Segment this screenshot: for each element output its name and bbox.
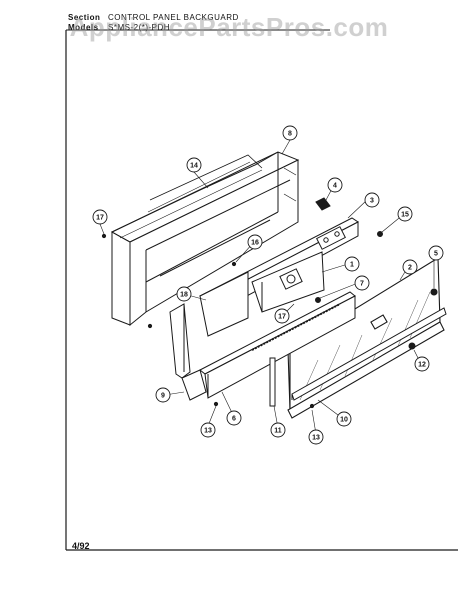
- callout-13-right: 13: [308, 429, 324, 445]
- screw-icon: [147, 323, 153, 329]
- callout-7: 7: [354, 275, 370, 291]
- svg-text:11: 11: [274, 428, 282, 435]
- footer-date: 4/92: [72, 541, 90, 551]
- callout-11: 11: [270, 422, 286, 438]
- callouts: 8 14 4 3 15 17 16 5 1 2 7 18 17 12 9 6 1…: [92, 125, 444, 445]
- screw-icon: [231, 261, 237, 267]
- svg-text:3: 3: [370, 198, 374, 205]
- svg-text:14: 14: [190, 163, 198, 170]
- screw-icon: [213, 401, 219, 407]
- svg-text:13: 13: [312, 435, 320, 442]
- part-standoff: [269, 357, 276, 407]
- part-housing-box: [110, 151, 300, 327]
- svg-text:12: 12: [418, 362, 426, 369]
- svg-text:8: 8: [288, 131, 292, 138]
- callout-18: 18: [176, 286, 192, 302]
- screw-icon: [315, 297, 321, 303]
- models-label: Models: [68, 23, 99, 32]
- part-front-rail: [199, 291, 356, 399]
- svg-text:2: 2: [408, 265, 412, 272]
- svg-text:7: 7: [360, 281, 364, 288]
- svg-text:6: 6: [232, 416, 236, 423]
- section-value: CONTROL PANEL BACKGUARD: [108, 13, 239, 22]
- callout-4: 4: [327, 177, 343, 193]
- svg-text:15: 15: [401, 212, 409, 219]
- svg-text:5: 5: [434, 251, 438, 258]
- part-control-plate: [199, 251, 325, 337]
- callout-13-left: 13: [200, 422, 216, 438]
- part-side-bracket: [169, 303, 207, 401]
- callout-16: 16: [247, 234, 263, 250]
- watermark-text: AppliancePartsPros.com: [69, 12, 389, 42]
- callout-17-mid: 17: [274, 308, 290, 324]
- svg-text:18: 18: [180, 292, 188, 299]
- callout-2: 2: [402, 259, 418, 275]
- screw-icon: [101, 233, 107, 239]
- callout-17-top: 17: [92, 209, 108, 225]
- svg-text:17: 17: [96, 215, 104, 222]
- callout-9-left: 9: [155, 387, 171, 403]
- part-glass-panel: [287, 257, 445, 419]
- fasteners: [101, 197, 416, 409]
- svg-text:4: 4: [333, 183, 337, 190]
- callout-9-right: 5: [428, 245, 444, 261]
- svg-text:10: 10: [340, 417, 348, 424]
- part-bottom-trim: [291, 307, 447, 401]
- svg-text:9: 9: [161, 393, 165, 400]
- section-label: Section: [68, 13, 101, 22]
- screw-icon: [377, 231, 383, 237]
- knob-icon: [315, 197, 331, 211]
- callout-6: 6: [226, 410, 242, 426]
- callout-8: 8: [282, 125, 298, 141]
- callout-14: 14: [186, 157, 202, 173]
- svg-text:17: 17: [278, 314, 286, 321]
- svg-text:1: 1: [350, 262, 354, 269]
- svg-text:13: 13: [204, 428, 212, 435]
- callout-12: 12: [414, 356, 430, 372]
- models-value: S*MS-2(*)-PDH: [108, 23, 171, 32]
- callout-10: 10: [336, 411, 352, 427]
- callout-1: 1: [344, 256, 360, 272]
- svg-text:16: 16: [251, 240, 259, 247]
- screw-icon: [408, 342, 416, 350]
- page-frame: [65, 29, 458, 551]
- callout-3: 3: [364, 192, 380, 208]
- callout-15: 15: [397, 206, 413, 222]
- screw-icon: [309, 403, 315, 409]
